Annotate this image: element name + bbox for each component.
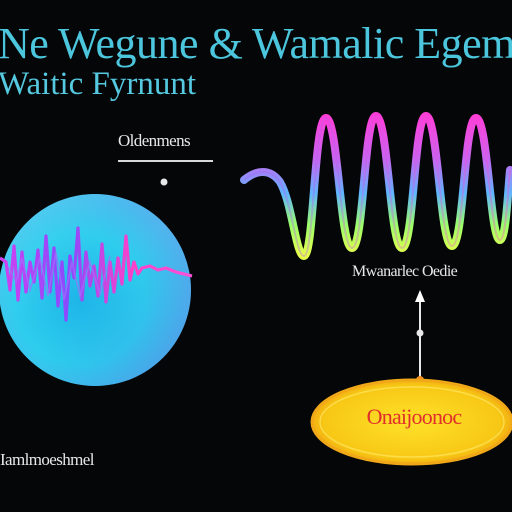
ellipse-node — [310, 378, 512, 466]
sphere-shading — [0, 194, 191, 386]
title-line-1: Ne Wegune & Wamalic Egem — [0, 19, 512, 68]
label-middle: Mwanarlec Oedie — [352, 263, 458, 280]
title-line-2: Waitic Fyrnunt — [0, 66, 197, 102]
sphere-waveform — [0, 226, 193, 322]
sphere-waveform-echo — [7, 251, 111, 301]
ellipse-inner-ring — [319, 386, 505, 458]
large-waveform — [240, 112, 512, 260]
label-dot — [160, 178, 168, 186]
connector-arrowhead — [415, 290, 425, 302]
label-top: Oldenmens — [118, 131, 191, 150]
large-waveform-sheen — [243, 114, 511, 258]
ellipse-label: Onaijoonoc — [366, 404, 462, 429]
label-bottom: Iamlmoeshmel — [0, 450, 94, 469]
connector-dot — [416, 329, 424, 337]
